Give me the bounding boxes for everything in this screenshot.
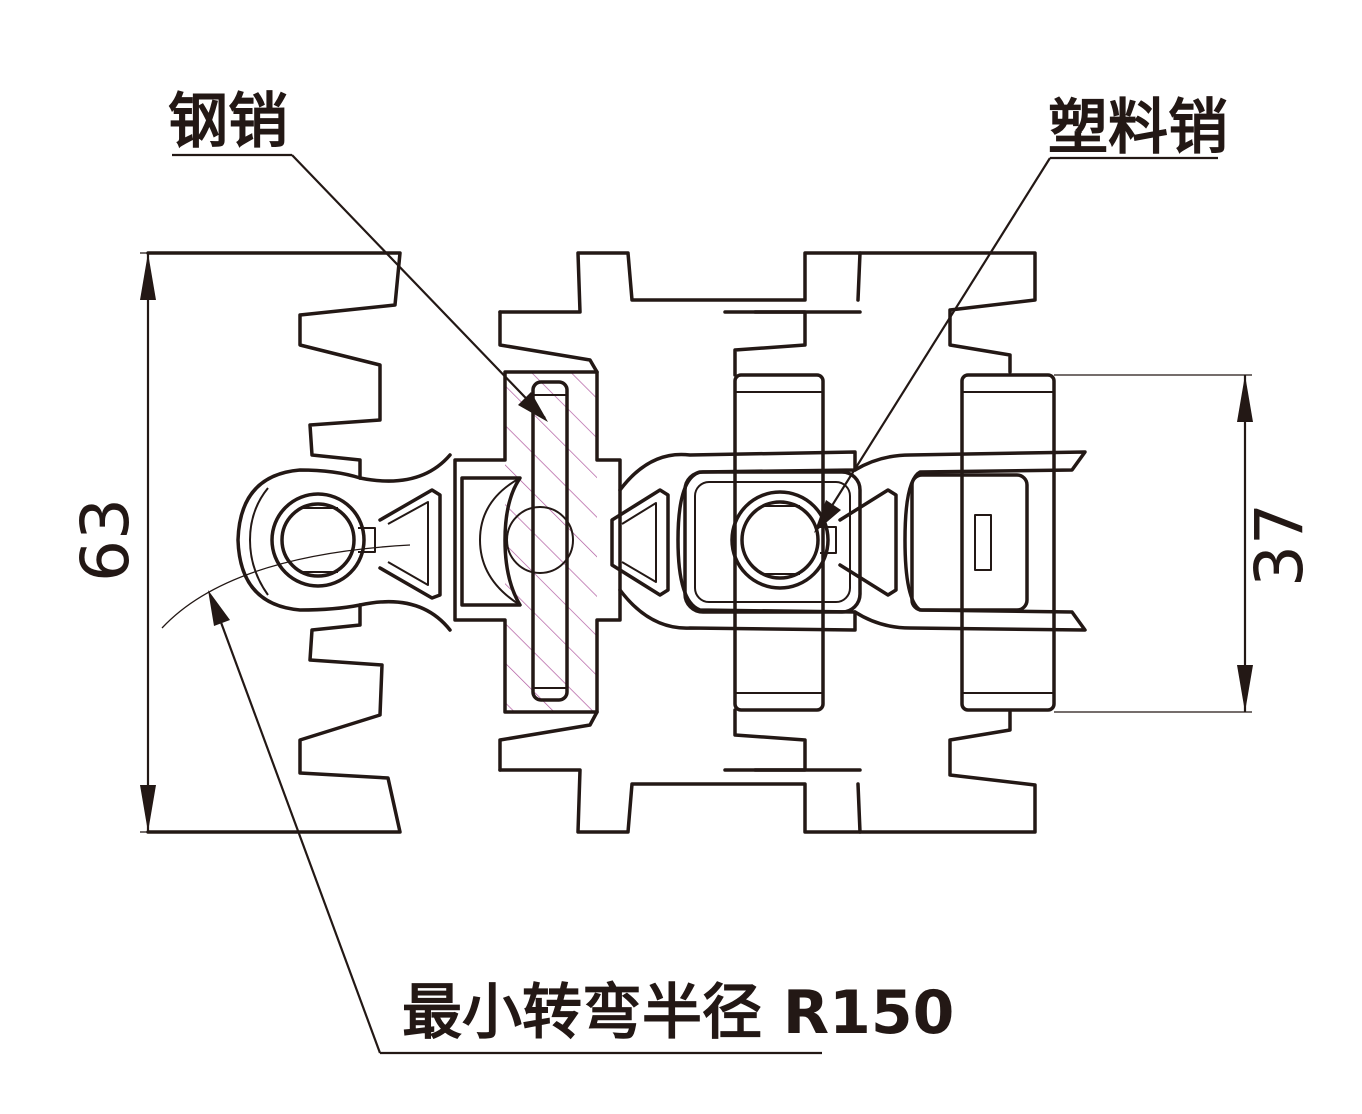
dimension-63: 63 [67,252,400,833]
callout-steel-pin: 钢销 [168,87,548,422]
turning-radius-arc [161,544,411,629]
link-module-3 [753,251,1087,834]
dimension-63-text: 63 [67,498,144,582]
label-steel-pin: 钢销 [168,87,288,157]
dimension-37: 37 [1054,374,1318,713]
steel-pin-section [453,370,622,714]
callout-plastic-pin: 塑料销 [814,93,1228,533]
callout-min-radius: 最小转弯半径 R150 [208,590,954,1055]
link-module-1 [146,251,452,834]
label-min-radius: 最小转弯半径 R150 [402,978,954,1048]
link-module-2 [498,251,898,834]
label-plastic-pin: 塑料销 [1048,93,1228,163]
dimension-37-text: 37 [1241,503,1318,587]
